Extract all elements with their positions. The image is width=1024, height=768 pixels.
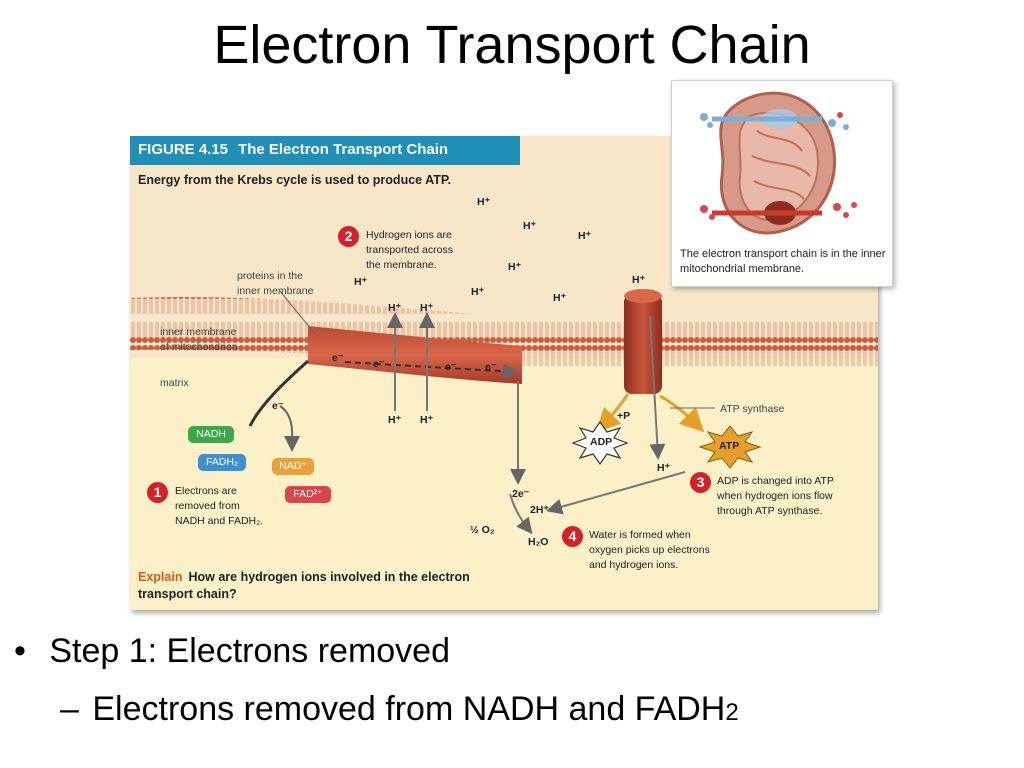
sub-bullet-subscript: 2 — [725, 699, 739, 726]
step-3-text: ADP is changed into ATP when hydrogen io… — [717, 474, 834, 519]
h-ion-label: H⁺ — [657, 462, 671, 474]
bullet-marker: • — [14, 632, 26, 670]
etc-diagram-graphic — [130, 289, 878, 610]
step-2-line3: the membrane. — [366, 259, 437, 271]
step-4-text: Water is formed when oxygen picks up ele… — [589, 528, 710, 573]
electron-label: e⁻ — [373, 358, 385, 370]
h2o-label: H₂O — [528, 536, 549, 548]
sub-bullet-marker: – — [60, 690, 79, 728]
two-h-label: 2H⁺ — [530, 504, 549, 516]
proteins-label-line2: inner membrane — [237, 285, 314, 297]
step-1-line2: removed from — [175, 500, 240, 512]
step-4-badge: 4 — [562, 526, 583, 547]
step-1-badge: 1 — [147, 482, 168, 503]
step-2-text: Hydrogen ions are transported across the… — [366, 228, 453, 273]
bullet-level-2: – Electrons removed from NADH and FADH2 — [60, 690, 739, 729]
h-ion-label: H⁺ — [523, 220, 537, 232]
figure-title-text: The Electron Transport Chain — [238, 141, 449, 158]
h-ion-label: H⁺ — [388, 414, 402, 426]
step-3-line3: through ATP synthase. — [717, 505, 823, 517]
electron-label: e⁻ — [332, 352, 344, 364]
h-ion-label: H⁺ — [632, 274, 646, 286]
electron-label: e⁻ — [485, 361, 497, 373]
inner-membrane-line1: inner membrane — [160, 326, 237, 338]
step-2-line2: transported across — [366, 244, 453, 256]
figure-number: FIGURE 4.15 — [138, 141, 229, 158]
adp-starburst-shape — [571, 420, 629, 466]
step-2-line1: Hydrogen ions are — [366, 229, 452, 241]
h-ion-label: H⁺ — [471, 286, 485, 298]
step-1-line3: NADH and FADH₂. — [175, 515, 264, 527]
electron-label: e⁻ — [445, 361, 457, 373]
step-3-line1: ADP is changed into ATP — [717, 475, 834, 487]
inset-caption: The electron transport chain is in the i… — [680, 248, 886, 275]
step-4-line3: and hydrogen ions. — [589, 559, 679, 571]
fad-pill: FAD²⁺ — [285, 486, 331, 503]
electron-label: e⁻ — [272, 400, 284, 412]
atp-synthase-label: ATP synthase — [720, 403, 785, 415]
bullet-text: Step 1: Electrons removed — [49, 632, 451, 670]
plus-p-label: +P — [617, 410, 631, 422]
proteins-label: proteins in the inner membrane — [237, 269, 313, 299]
figure-header: FIGURE 4.15 The Electron Transport Chain — [130, 136, 520, 165]
slide-title: Electron Transport Chain — [213, 15, 811, 75]
explain-question-text: How are hydrogen ions involved in the el… — [138, 570, 470, 601]
h-ion-label: H⁺ — [420, 302, 434, 314]
mitochondrion-inset: The electron transport chain is in the i… — [671, 80, 893, 287]
atp-label: ATP — [719, 440, 740, 452]
inner-membrane-label: inner membrane of mitochondrion — [160, 325, 238, 355]
adp-label: ADP — [590, 436, 613, 448]
h-ion-label: H⁺ — [388, 302, 402, 314]
step-3-badge: 3 — [690, 472, 711, 493]
half-o2-label: ½ O₂ — [470, 524, 495, 536]
mitochondrion-illustration — [700, 91, 857, 235]
h-ion-label: H⁺ — [508, 261, 522, 273]
inner-membrane-line2: of mitochondrion — [160, 341, 238, 353]
fadh2-pill: FADH₂ — [198, 454, 246, 471]
header-tab-shape — [130, 136, 520, 165]
step-4-line2: oxygen picks up electrons — [589, 544, 710, 556]
h-ion-label: H⁺ — [578, 230, 592, 242]
sub-bullet-text: Electrons removed from NADH and FADH — [92, 690, 726, 728]
nad-pill: NAD⁺ — [272, 458, 314, 475]
explain-keyword: Explain — [138, 570, 183, 584]
figure-subtitle: Energy from the Krebs cycle is used to p… — [138, 173, 452, 187]
h-ion-label: H⁺ — [477, 196, 491, 208]
proteins-label-line1: proteins in the — [237, 270, 303, 282]
figure-title: FIGURE 4.15 The Electron Transport Chain — [138, 141, 448, 158]
bullet-level-1: • Step 1: Electrons removed — [14, 632, 450, 671]
step-4-line1: Water is formed when — [589, 529, 691, 541]
h-ion-label: H⁺ — [553, 292, 567, 304]
matrix-label: matrix — [160, 377, 189, 389]
atp-starburst-shape — [698, 425, 762, 469]
step-1-text: Electrons are removed from NADH and FADH… — [175, 484, 263, 529]
h-ion-label: H⁺ — [420, 414, 434, 426]
step-2-badge: 2 — [338, 226, 359, 247]
nadh-pill: NADH — [188, 426, 234, 443]
step-3-line2: when hydrogen ions flow — [717, 490, 833, 502]
h-ion-label: H⁺ — [354, 276, 368, 288]
two-e-label: 2e⁻ — [512, 488, 530, 500]
step-1-line1: Electrons are — [175, 485, 237, 497]
